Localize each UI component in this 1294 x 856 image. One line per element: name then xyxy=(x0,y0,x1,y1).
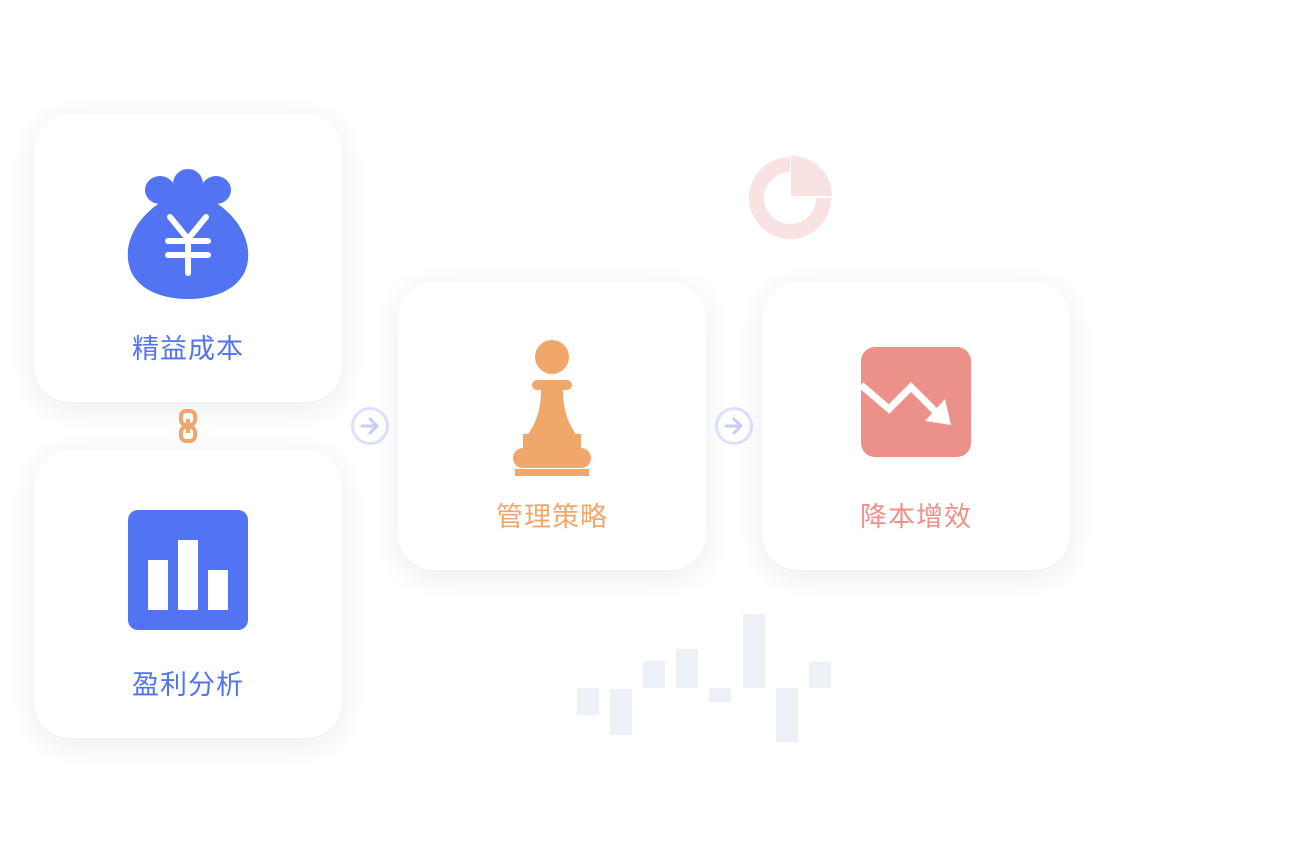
card-label: 盈利分析 xyxy=(132,670,244,701)
card-label: 精益成本 xyxy=(132,334,244,365)
money-bag-yen-icon xyxy=(127,169,249,299)
card-lean-cost[interactable]: 精益成本 xyxy=(34,114,342,402)
card-cost-reduction[interactable]: 降本增效 xyxy=(762,282,1070,570)
link-chain-icon xyxy=(179,409,197,443)
arrow-right-icon xyxy=(715,407,753,445)
arrow-right-icon xyxy=(351,407,389,445)
card-label: 降本增效 xyxy=(860,502,972,533)
decorative-pie-icon xyxy=(749,155,832,239)
card-profit-analysis[interactable]: 盈利分析 xyxy=(34,450,342,738)
card-management-strategy[interactable]: 管理策略 xyxy=(398,282,706,570)
chess-pawn-icon xyxy=(513,340,591,476)
card-label: 管理策略 xyxy=(496,502,608,533)
bar-chart-icon xyxy=(128,510,248,630)
trend-down-icon xyxy=(861,347,971,457)
decorative-bars-icon xyxy=(577,614,831,742)
